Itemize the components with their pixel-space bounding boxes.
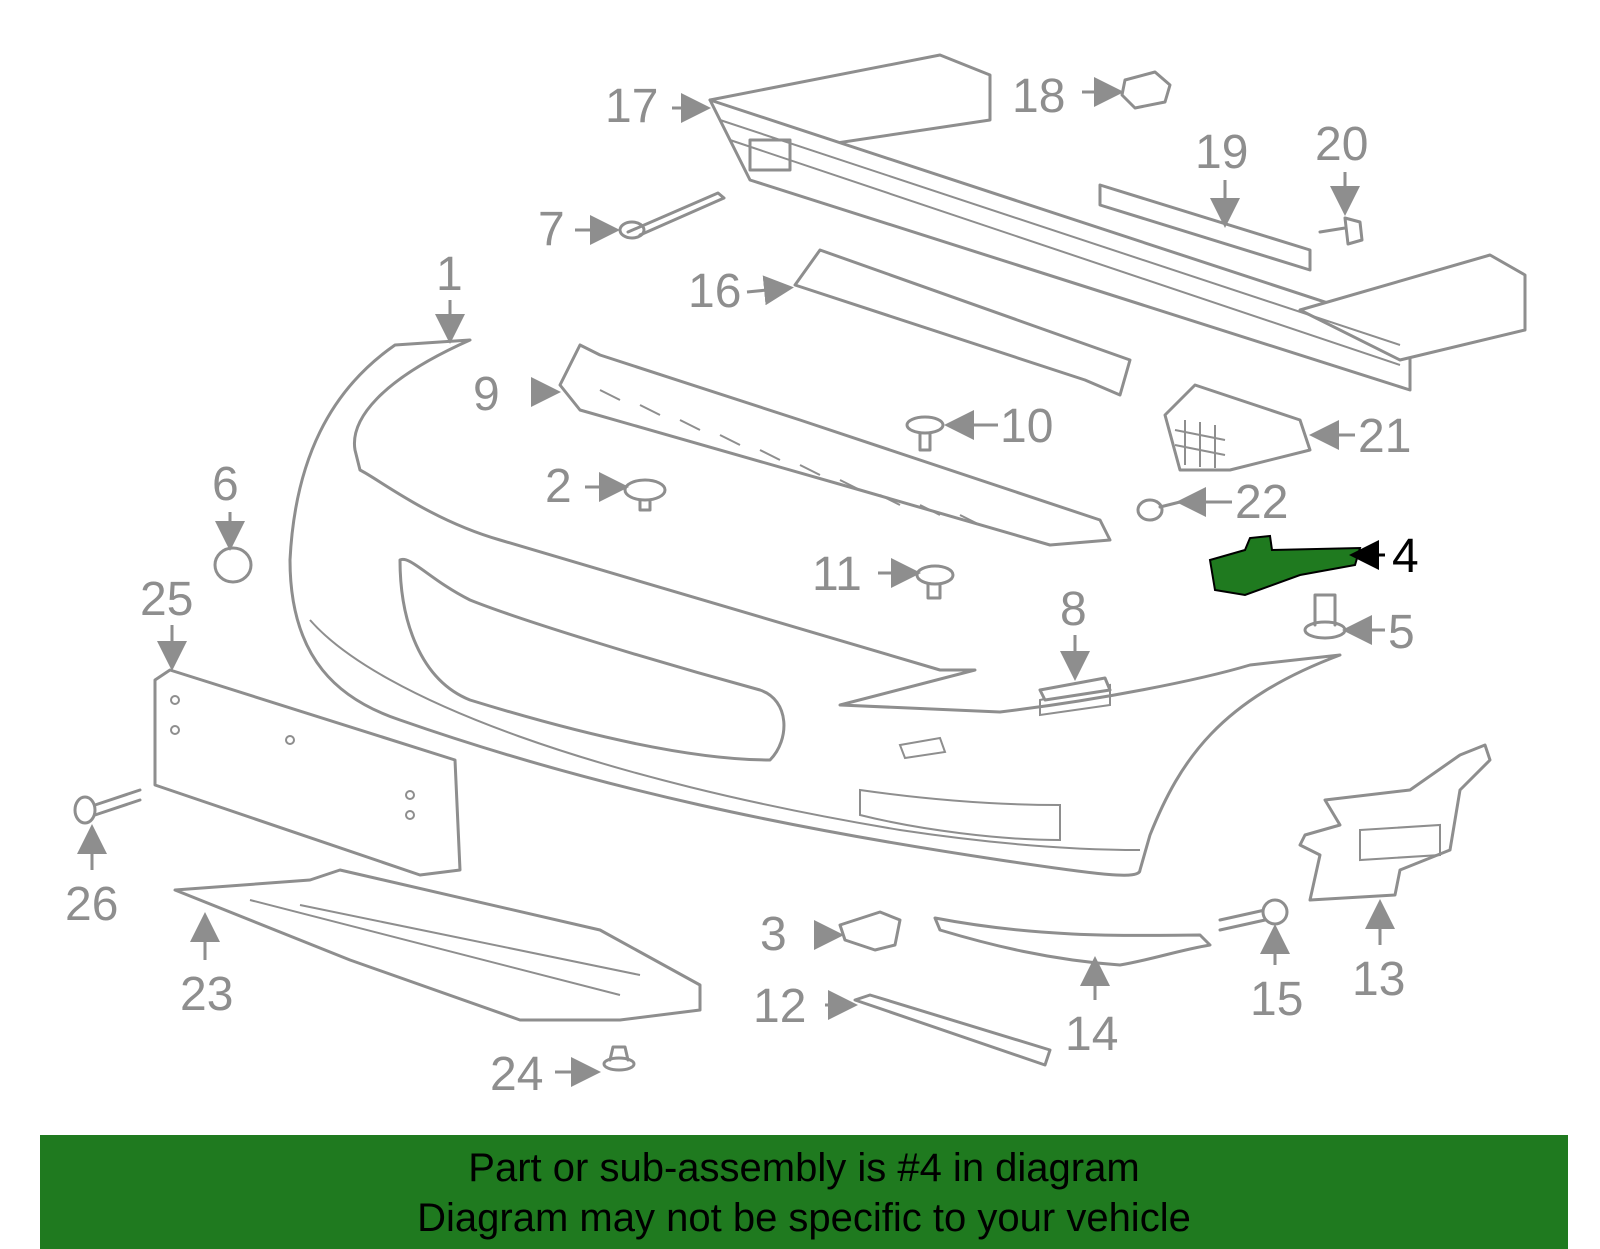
- parts-diagram: 17 18 19 20 7 16 1 9 10 21 2 22 6 4 11 5…: [65, 53, 1527, 1101]
- callout-21: 21: [1358, 410, 1411, 463]
- part-7-tow-eye: [618, 191, 726, 240]
- part-3-bracket: [838, 910, 902, 952]
- callout-18: 18: [1012, 70, 1065, 123]
- callout-11: 11: [812, 548, 862, 601]
- callout-10: 10: [1000, 400, 1053, 453]
- part-2-pushpin: [623, 478, 667, 512]
- callout-17: 17: [605, 80, 658, 133]
- callout-16: 16: [688, 265, 741, 318]
- callout-8: 8: [1060, 583, 1087, 636]
- callout-15: 15: [1250, 973, 1303, 1026]
- callout-4-highlighted: 4: [1392, 530, 1419, 583]
- part-24-clip: [602, 1045, 636, 1072]
- part-16-absorber: [793, 248, 1132, 397]
- part-1-bumper-cover: [288, 338, 1342, 877]
- callout-24: 24: [490, 1048, 543, 1101]
- callout-23: 23: [180, 968, 233, 1021]
- part-25-license-bracket: [153, 668, 462, 877]
- part-5-clip: [1303, 593, 1347, 640]
- callout-19: 19: [1195, 126, 1248, 179]
- part-10-pushpin: [905, 415, 945, 452]
- callout-3: 3: [760, 908, 787, 961]
- callout-9: 9: [473, 368, 500, 421]
- part-17-impact-bar: [708, 53, 1527, 392]
- callout-6: 6: [212, 458, 239, 511]
- part-15-bolt: [1218, 898, 1289, 932]
- part-22-screw: [1136, 498, 1182, 522]
- part-9-deflector: [558, 343, 1112, 547]
- callout-20: 20: [1315, 118, 1368, 171]
- part-19-strip: [1098, 183, 1312, 272]
- part-23-splash-shield: [173, 868, 702, 1022]
- callout-arrows: [77, 77, 1395, 1087]
- callout-1: 1: [436, 248, 463, 301]
- callout-12: 12: [753, 980, 806, 1033]
- part-21-bracket: [1163, 383, 1312, 472]
- part-8-cover: [1038, 676, 1112, 702]
- callout-5: 5: [1388, 606, 1415, 659]
- callout-22: 22: [1235, 476, 1288, 529]
- part-26-screw: [73, 788, 142, 825]
- callout-13: 13: [1352, 953, 1405, 1006]
- callout-2: 2: [545, 460, 572, 513]
- callout-26: 26: [65, 878, 118, 931]
- part-13-bracket: [1298, 743, 1492, 902]
- banner-line-1: Part or sub-assembly is #4 in diagram: [468, 1146, 1140, 1190]
- part-11-pushpin: [915, 564, 955, 600]
- callout-25: 25: [140, 573, 193, 626]
- part-14-molding: [933, 916, 1212, 967]
- banner-line-2: Diagram may not be specific to your vehi…: [417, 1196, 1191, 1240]
- part-6-cap: [213, 546, 253, 584]
- callout-7: 7: [538, 203, 565, 256]
- part-18-clip: [1120, 70, 1172, 110]
- callout-14: 14: [1065, 1008, 1118, 1061]
- part-4-bracket-highlighted: [1208, 534, 1362, 597]
- part-20-bolt: [1318, 216, 1364, 246]
- callout-labels: 17 18 19 20 7 16 1 9 10 21 2 22 6 4 11 5…: [65, 70, 1419, 1101]
- info-banner: Part or sub-assembly is #4 in diagram Di…: [40, 1135, 1568, 1249]
- part-12-strip: [853, 993, 1052, 1067]
